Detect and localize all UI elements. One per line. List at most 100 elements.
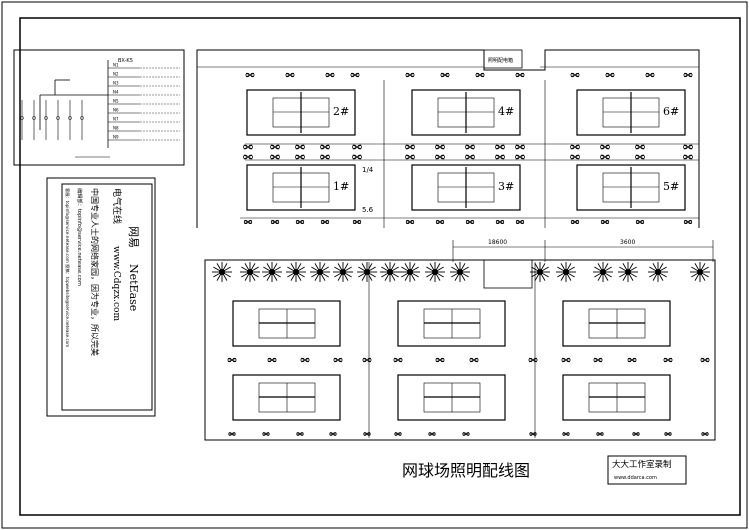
lamp-cross [271,219,279,225]
light-fixture [593,357,603,363]
tree-trunk [697,269,703,275]
lamp-cross [333,357,343,363]
lamp-cross [570,72,580,78]
lamp-cross [600,144,610,150]
lamp-cross [363,432,371,436]
light-fixture [435,154,445,160]
lamp-cross [267,357,277,363]
lamp-cross [435,154,445,160]
studio-stamp: 大大工作室录制 www.ddarca.com [607,455,687,485]
drop-switch [56,116,60,120]
tree-trunk [625,269,631,275]
light-fixture [495,219,505,225]
sidebar-brand-cn: 网易 [127,226,140,248]
upper-court: 2# [246,89,356,136]
light-fixture [405,72,415,78]
light-fixture [267,357,277,363]
lamp-cross [683,72,693,78]
dimension-left: 18600 [488,239,507,246]
lamp-cross [701,432,709,436]
lamp-cross [465,154,475,160]
sidebar-site: www.Cdqzx.com [111,246,121,321]
light-fixture [405,144,415,150]
marker-lower: 5.6 [362,206,374,214]
lamp-cross [570,154,580,160]
lamp-cross [529,432,537,436]
circuit-label: N3 [113,81,119,86]
light-fixture [495,154,505,160]
drop-switch [20,116,24,120]
light-fixture [350,72,360,78]
lamp-cross [245,72,255,78]
dimension-right: 3600 [620,239,635,246]
lamp-cross [435,144,445,150]
stamp-frame [607,455,687,485]
light-fixture [393,357,403,363]
light-fixture [600,219,610,225]
tree [648,262,668,282]
tree-trunk [537,269,543,275]
light-fixture [352,154,362,160]
tree [286,262,306,282]
light-fixture [435,357,445,363]
light-fixture [635,144,645,150]
drop-switch [44,116,48,120]
light-fixture [270,154,280,160]
lower-building [483,259,533,289]
tree-trunk [563,269,569,275]
lamp-cross [562,432,570,436]
light-fixture [465,219,475,225]
lamp-cross [406,219,414,225]
drawing-title: 网球场照明配线图 [402,461,530,480]
light-fixture [243,154,253,160]
light-fixture [285,72,295,78]
lamp-cross [528,357,538,363]
lamp-cross [462,432,470,436]
circuit-label: N7 [113,117,119,122]
lamp-cross [362,357,372,363]
sidebar-promo: 网易 NetEase 电气在线 www.Cdqzx.com 中国专业人士的网络家… [46,177,156,417]
tree [425,262,445,282]
lamp-cross [405,72,415,78]
court-outline [397,374,506,421]
court-outline [411,89,521,136]
upper-light-fixtures [243,72,693,225]
tree-trunk [600,269,606,275]
light-fixture [605,72,615,78]
lamp-cross [571,219,579,225]
lamp-cross [600,154,610,160]
tree [262,262,282,282]
court-outline [411,164,521,211]
lamp-cross [285,72,295,78]
light-fixture [245,72,255,78]
drop-switch [32,116,36,120]
light-fixture [428,432,436,436]
light-fixture [352,144,362,150]
lamp-cross [596,432,604,436]
light-fixture [440,72,450,78]
lamp-cross [353,219,361,225]
light-fixture [270,144,280,150]
court-label: 3# [498,180,514,193]
tree [357,262,377,282]
court-outline [232,374,341,421]
tree [400,262,420,282]
lamp-cross [320,144,330,150]
lamp-cross [270,144,280,150]
light-fixture [320,144,330,150]
tree [212,262,232,282]
light-fixture [333,357,343,363]
light-fixture [228,432,236,436]
lamp-cross [321,219,329,225]
light-fixture [701,432,709,436]
tree [310,262,330,282]
light-fixture [462,432,470,436]
tree-trunk [219,269,225,275]
lamp-cross [436,219,444,225]
upper-site-plan: 照明配电箱 2#4#6#1#3#5# 1/4 5.6 [196,49,700,228]
lamp-cross [270,154,280,160]
lamp-cross [329,432,337,436]
light-fixture [475,72,485,78]
